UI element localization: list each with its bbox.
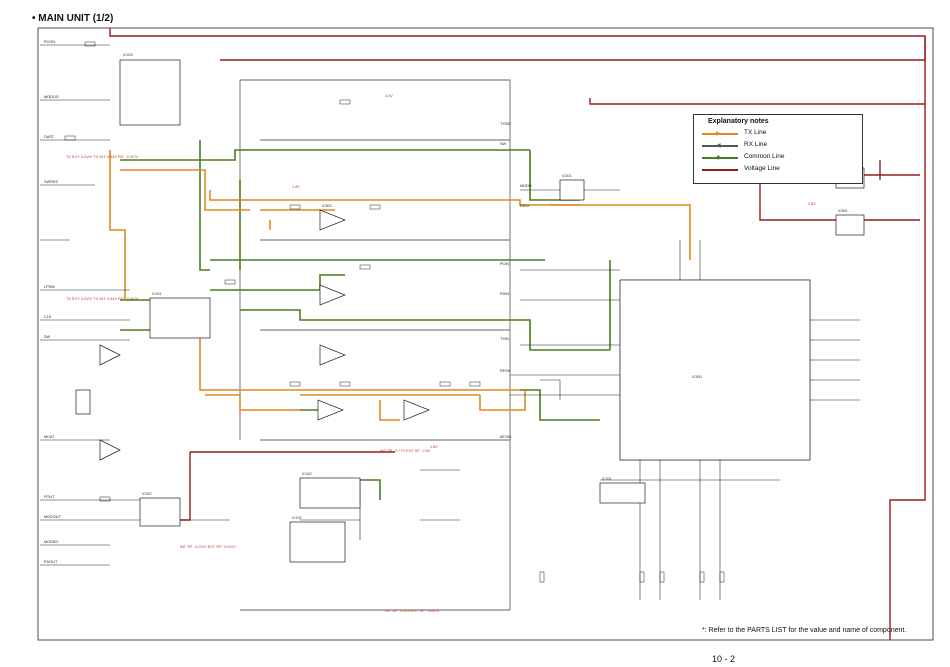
- svg-text:MODEO: MODEO: [44, 540, 58, 544]
- legend: Explanatory notes ▶ TX Line ◀ RX Line ◆ …: [693, 114, 863, 184]
- svg-text:IC501: IC501: [562, 174, 572, 178]
- legend-swatch-rx: ◀: [702, 143, 738, 149]
- legend-label-tx: TX Line: [744, 129, 767, 136]
- svg-text:INT SP : 0.00V EXT SP : 4.0V/V: INT SP : 0.00V EXT SP : 4.0V/V: [385, 609, 440, 613]
- svg-text:DAST: DAST: [44, 135, 55, 139]
- svg-text:1.8V: 1.8V: [292, 185, 300, 189]
- svg-text:LPSW: LPSW: [44, 285, 55, 289]
- svg-text:IC402: IC402: [302, 472, 312, 476]
- svg-text:MCAT: MCAT: [44, 435, 55, 439]
- legend-item-common: ◆ Common Line: [702, 153, 852, 163]
- svg-text:IC401: IC401: [152, 292, 162, 296]
- svg-text:TX EXT: 4.0V/V TX INT: 0.64V R: TX EXT: 4.0V/V TX INT: 0.64V RX: -0.4V/V: [66, 297, 139, 301]
- svg-text:IC500: IC500: [692, 375, 702, 379]
- legend-swatch-tx: ▶: [702, 131, 738, 137]
- svg-text:INT SP : 4.0V/V EXT SP : 0.9V/: INT SP : 4.0V/V EXT SP : 0.9V/V: [180, 545, 236, 549]
- svg-text:TXSW: TXSW: [500, 122, 511, 126]
- legend-item-tx: ▶ TX Line: [702, 129, 852, 139]
- legend-label-voltage: Voltage Line: [744, 165, 780, 172]
- svg-text:3.8V: 3.8V: [385, 94, 393, 98]
- legend-item-rx: ◀ RX Line: [702, 141, 852, 151]
- legend-swatch-common: ◆: [702, 155, 738, 161]
- svg-text:INT SP : 0.77V EXT SP : 2.6V: INT SP : 0.77V EXT SP : 2.6V: [380, 449, 431, 453]
- svg-text:IC201: IC201: [602, 477, 612, 481]
- svg-text:IC502: IC502: [142, 492, 152, 496]
- legend-swatch-voltage: [702, 169, 738, 171]
- svg-text:MODOO: MODOO: [44, 95, 59, 99]
- svg-text:RSSI: RSSI: [520, 204, 529, 208]
- svg-text:POUT: POUT: [44, 495, 55, 499]
- svg-text:MODR: MODR: [520, 184, 532, 188]
- tx-lines: [109, 150, 691, 421]
- svg-text:CLK: CLK: [44, 315, 52, 319]
- svg-text:IC801: IC801: [838, 209, 848, 213]
- svg-text:IC802: IC802: [322, 204, 332, 208]
- svg-text:SW: SW: [44, 335, 51, 339]
- svg-text:PCIN: PCIN: [500, 262, 509, 266]
- svg-text:1.8V: 1.8V: [430, 445, 438, 449]
- ic-packages: [75, 59, 865, 563]
- parts-list-footnote: *: Refer to the PARTS LIST for the value…: [702, 627, 907, 634]
- svg-text:IC202: IC202: [292, 516, 302, 520]
- legend-label-common: Common Line: [744, 153, 785, 160]
- legend-title: Explanatory notes: [708, 118, 769, 125]
- svg-text:RFDK: RFDK: [500, 369, 511, 373]
- svg-text:RXOUT: RXOUT: [44, 560, 58, 564]
- svg-text:IC403: IC403: [123, 53, 133, 57]
- op-amps: [99, 209, 430, 461]
- svg-text:SWRES: SWRES: [44, 180, 58, 184]
- svg-text:AF100: AF100: [500, 435, 511, 439]
- page-number: 10 - 2: [712, 654, 736, 664]
- legend-label-rx: RX Line: [744, 141, 768, 148]
- rx-lines: [239, 79, 511, 611]
- svg-text:2.8V: 2.8V: [808, 202, 816, 206]
- svg-text:TXIN: TXIN: [500, 337, 509, 341]
- svg-text:RXIN: RXIN: [500, 292, 509, 296]
- svg-text:PCON: PCON: [44, 40, 55, 44]
- svg-text:TX EXT: 4.0V/V TX INT: 0.64V R: TX EXT: 4.0V/V TX INT: 0.64V RX: -0.4V/V: [66, 155, 139, 159]
- svg-text:MODOUT: MODOUT: [44, 515, 62, 519]
- svg-text:SW: SW: [500, 142, 507, 146]
- legend-item-voltage: Voltage Line: [702, 165, 852, 175]
- passive-components: [64, 41, 725, 583]
- page-title: • MAIN UNIT (1/2): [32, 13, 114, 24]
